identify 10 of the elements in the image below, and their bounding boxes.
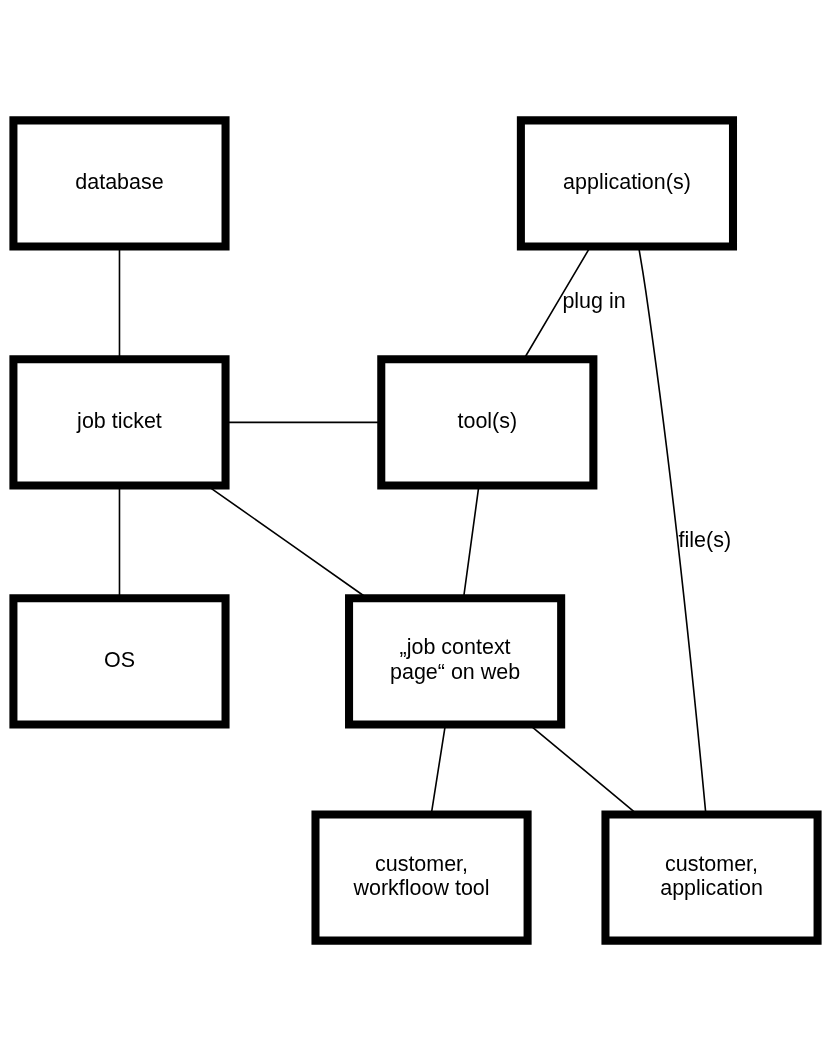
node-box: customer, application (601, 809, 822, 945)
edge-label: file(s) (678, 527, 732, 552)
node-box: database (9, 115, 230, 251)
node-box: „job context page“ on web (345, 593, 566, 728)
node-box: application(s) (516, 115, 738, 251)
edge-label: plug in (562, 288, 626, 313)
node-box: customer, workfloow tool (311, 809, 532, 945)
node-box: job ticket (9, 354, 230, 490)
node-box: OS (9, 593, 230, 728)
node-box: tool(s) (377, 354, 598, 490)
